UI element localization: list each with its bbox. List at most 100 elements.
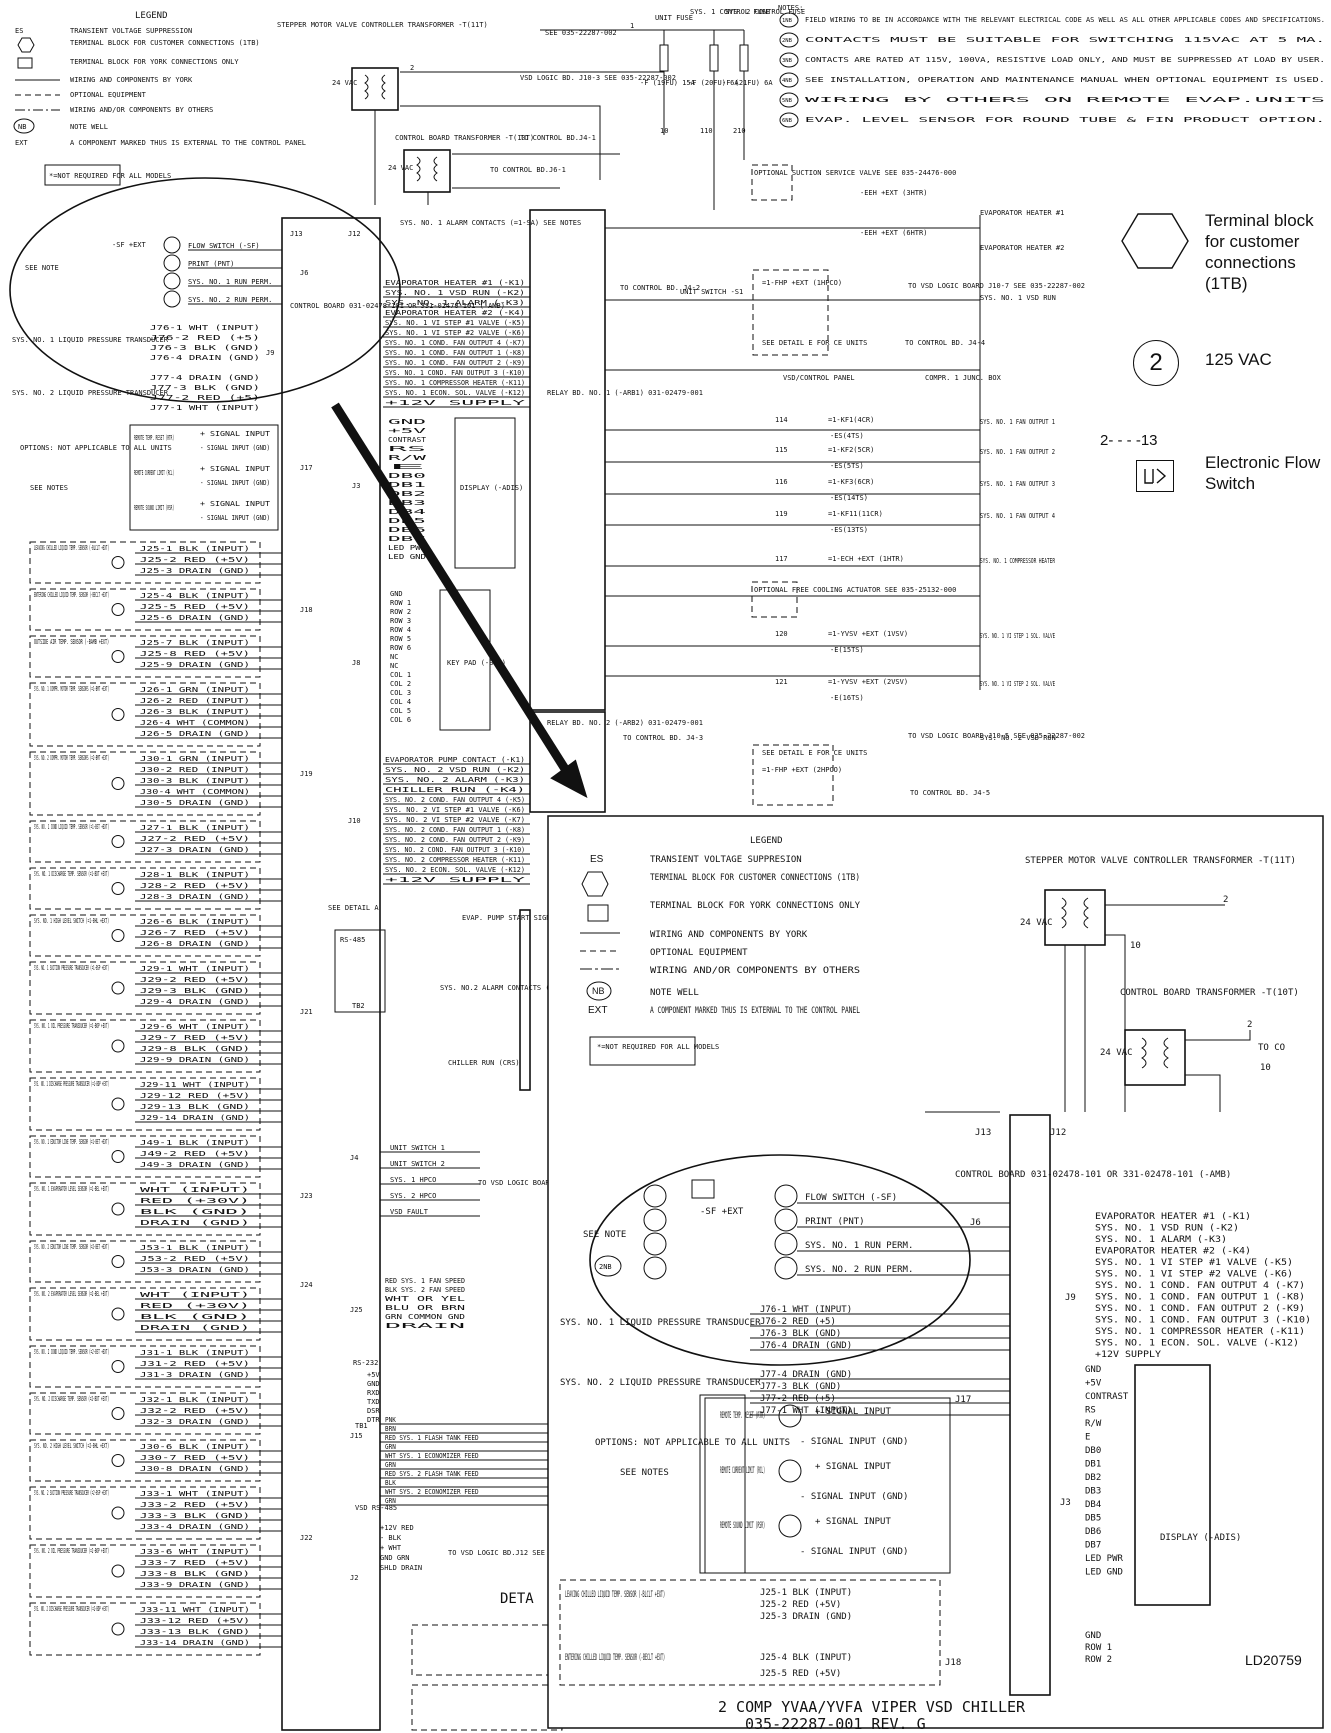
thermistor-icon xyxy=(111,1150,125,1163)
to-control-j4-1: TO CONTROL BD.J4-1 xyxy=(520,134,596,142)
sensor-label: SYS. NO. 2 DISCHARGE TEMP. SENSOR (=2-BD… xyxy=(34,1395,109,1403)
rs232-pin: TXD xyxy=(367,1398,380,1406)
sensor-pin: J25-3 DRAIN (GND) xyxy=(140,567,250,575)
sensor-label: SYS. NO. 1 EVAPORATOR LEVEL SENSOR (=1-B… xyxy=(34,1185,109,1193)
j4-pin: UNIT SWITCH 1 xyxy=(390,1144,445,1152)
note-tag: 4NB xyxy=(782,78,793,84)
j15-pin: BLK xyxy=(385,1479,396,1487)
note-tag: 6NB xyxy=(782,118,793,124)
output-suppression: -ES(14TS) xyxy=(830,494,868,502)
j15-pin: PNK xyxy=(385,1416,396,1424)
inset-j9-output: SYS. NO. 1 VI STEP #1 VALVE (-K5) xyxy=(1095,1258,1293,1268)
svg-text:J19: J19 xyxy=(300,770,313,778)
inset-legend-item: OPTIONAL EQUIPMENT xyxy=(650,948,748,958)
inset-j9-output: SYS. NO. 1 VI STEP #2 VALVE (-K6) xyxy=(1095,1270,1293,1280)
signal-minus: - SIGNAL INPUT (GND) xyxy=(200,444,270,452)
square-icon xyxy=(17,57,33,69)
inset-stepper: STEPPER MOTOR VALVE CONTROLLER TRANSFORM… xyxy=(1025,856,1296,866)
liquid-pin: J76-4 DRAIN (GND) xyxy=(150,354,260,362)
svg-text:2NB: 2NB xyxy=(599,1263,612,1271)
j10-output: SYS. NO. 2 COND. FAN OUTPUT 2 (-K9) xyxy=(385,836,525,844)
j9-output: EVAPORATOR HEATER #1 (-K1) xyxy=(385,279,525,287)
to-vsd-logic-j12: TO VSD LOGIC BD.J12 SEE 035-22287-002 xyxy=(448,1549,604,1557)
remote-label: REMOTE TEMP. RESET (RTR) xyxy=(134,434,174,442)
vac-legend-label: 125 VAC xyxy=(1205,350,1272,369)
sensor-label: SYS. NO. 1 EDUCTOR LINE TEMP. SENSOR (=1… xyxy=(34,1138,109,1146)
j25-pin: RED SYS. 1 FAN SPEED xyxy=(385,1277,465,1285)
inset-j3-pin: RS xyxy=(1085,1406,1096,1416)
rs232-pin: GND xyxy=(367,1380,380,1388)
j15-pin: BRN xyxy=(385,1425,396,1433)
inset-j3-pin: DB3 xyxy=(1085,1487,1101,1497)
tb1-label: TB1 xyxy=(355,1422,368,1430)
svg-text:J2: J2 xyxy=(350,1574,358,1582)
j6-inputs: FLOW SWITCH (-SF)PRINT (PNT)SYS. NO. 1 R… xyxy=(150,236,282,412)
output-suppression: -E(15TS) xyxy=(830,646,864,654)
rs232-pin: RXD xyxy=(367,1389,380,1397)
inset-signal-plus: + SIGNAL INPUT xyxy=(815,1517,891,1527)
relay-outputs: 114=1-KF1(4CR)-ES(4TS)SYS. NO. 1 FAN OUT… xyxy=(775,416,1055,702)
sensor-label: SYS. NO. 2 DISCHARGE PRESSURE TRANSDUCER… xyxy=(34,1605,109,1613)
inset-control-xfmr: CONTROL BOARD TRANSFORMER -T(10T) xyxy=(1120,988,1299,998)
liquid-pin: J77-2 RED (+5) xyxy=(150,394,260,402)
terminal-circle-icon xyxy=(774,1208,798,1232)
vsd485-pin: + WHT xyxy=(380,1544,402,1552)
svg-text:J8: J8 xyxy=(352,659,360,667)
inset-signal-minus: - SIGNAL INPUT (GND) xyxy=(800,1547,908,1557)
relay-board-1: RELAY BD. NO. 1 (-ARB1) 031-02479-001 xyxy=(547,389,703,397)
sensor-pin: J31-2 RED (+5V) xyxy=(140,1360,250,1368)
thermistor-icon xyxy=(111,981,125,995)
sensor-block xyxy=(29,635,261,678)
inset-j3-pin: DB5 xyxy=(1085,1514,1101,1524)
inset-signal-minus: - SIGNAL INPUT (GND) xyxy=(800,1492,908,1502)
sensor-block xyxy=(29,914,261,957)
inset-liquid2-pin: J77-4 DRAIN (GND) xyxy=(760,1370,852,1380)
to-cb-j4-2: TO CONTROL BD. J4-2 xyxy=(620,284,700,292)
inset-j3-pin: E xyxy=(1085,1433,1090,1443)
signal-plus: + SIGNAL INPUT xyxy=(200,430,271,438)
sensor-pin: J29-12 RED (+5V) xyxy=(140,1092,250,1100)
to-cb-j4-3: TO CONTROL BD. J4-3 xyxy=(623,734,703,742)
sensor-pin: J27-2 RED (+5V) xyxy=(140,835,250,843)
inset-j17-label: J17 xyxy=(955,1395,971,1405)
output-label: SYS. NO. 1 FAN OUTPUT 2 xyxy=(980,448,1055,456)
ld-number: LD20759 xyxy=(1245,1652,1302,1668)
unit-fuse-label: UNIT FUSE xyxy=(655,14,693,22)
thermistor-icon xyxy=(111,1360,125,1373)
svg-text:J12: J12 xyxy=(348,230,361,238)
hexagon-icon xyxy=(17,37,35,53)
sensor-pin: DRAIN (GND) xyxy=(140,1219,250,1227)
terminal-block-legend: Terminal block for customer connections … xyxy=(1205,211,1314,293)
liquid-pin: J76-3 BLK (GND) xyxy=(150,344,260,352)
inset-sys1-liquid: SYS. NO. 1 LIQUID PRESSURE TRANSDUCER xyxy=(560,1318,761,1328)
legend-york-tb: TERMINAL BLOCK FOR YORK CONNECTIONS ONLY xyxy=(70,58,239,66)
svg-text:J24: J24 xyxy=(300,1281,313,1289)
j15-pin: RED SYS. 2 FLASH TANK FEED xyxy=(385,1470,479,1478)
inset-highlight-ellipse xyxy=(589,1154,971,1366)
terminal-hex-icon xyxy=(778,1404,802,1428)
hpco-1: =1-FHP +EXT (1HPCO) xyxy=(762,279,842,287)
thermistor-icon xyxy=(111,1407,125,1420)
sensor-pin: J30-5 DRAIN (GND) xyxy=(140,799,250,807)
sensor-pin: J30-4 WHT (COMMON) xyxy=(140,788,250,796)
sensor-block xyxy=(29,1392,261,1435)
inset-j9-output: SYS. NO. 1 VSD RUN (-K2) xyxy=(1095,1224,1239,1234)
j3-pin: DB2 xyxy=(388,490,426,498)
inset-liquid2-pin: J77-3 BLK (GND) xyxy=(760,1382,841,1392)
note-text: CONTACTS MUST BE SUITABLE FOR SWITCHING … xyxy=(805,36,1325,44)
sensor-pin: J27-1 BLK (INPUT) xyxy=(140,824,250,832)
footer-doc: 035-22287-001 REV. G xyxy=(745,1715,926,1733)
j8-pin: ROW 6 xyxy=(390,644,411,652)
svg-text:10: 10 xyxy=(660,127,668,135)
inset-liquid2-pin: J77-2 RED (+5) xyxy=(760,1394,836,1404)
sensor-label: ENTERING CHILLED LIQUID TEMP. SENSOR (-B… xyxy=(34,591,109,599)
sensor-label: SYS. NO. 1 OIL PRESSURE TRANSDUCER (=1-B… xyxy=(34,1022,109,1030)
inset-j9-output: EVAPORATOR HEATER #2 (-K4) xyxy=(1095,1247,1251,1257)
svg-text:J4: J4 xyxy=(350,1154,358,1162)
terminal-circle-icon xyxy=(774,1256,798,1280)
sensor-block xyxy=(29,588,261,631)
j3-pin: GND xyxy=(388,418,426,426)
legend-optional: OPTIONAL EQUIPMENT xyxy=(70,91,147,99)
inset-nb-symbol: NB xyxy=(592,986,605,996)
sensor-pin: J29-13 BLK (GND) xyxy=(140,1103,250,1111)
